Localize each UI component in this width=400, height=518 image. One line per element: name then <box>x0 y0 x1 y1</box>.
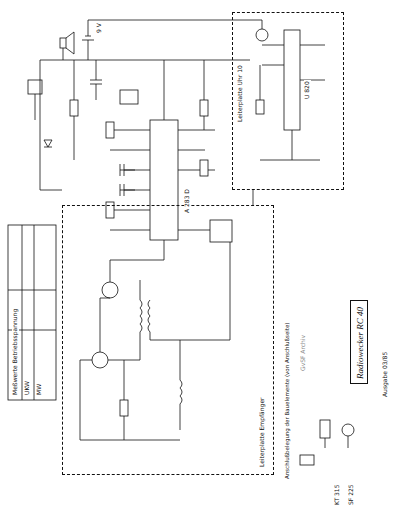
annotation: Ausgabe 03/85 <box>382 351 389 398</box>
wiring <box>8 20 354 465</box>
watermark: GvSF Archiv <box>300 334 307 372</box>
annotation: 9 V <box>96 22 103 34</box>
board-label: Leiterplatte Empfänger <box>259 396 266 468</box>
annotation: Anschlußbelegung der Bauelemente (von An… <box>284 322 290 480</box>
annotation: UKW <box>24 380 31 396</box>
annotation: MW <box>36 383 43 396</box>
annotation: U 820 <box>304 80 311 100</box>
board-outline: Leiterplatte Uhr 10 <box>232 12 344 190</box>
title-box: Radiowecker RC 40 <box>350 300 368 384</box>
annotation: SF 225 <box>348 483 355 506</box>
board-label: Leiterplatte Uhr 10 <box>237 64 244 123</box>
annotation: KT 315 <box>334 484 341 507</box>
board-connection <box>253 190 254 205</box>
annotation: A 283 D <box>184 188 191 214</box>
board-outline: Leiterplatte Empfänger <box>62 205 274 475</box>
title-text: Radiowecker RC 40 <box>355 306 365 380</box>
annotation: Meßwerte Betriebsspannung <box>12 308 19 396</box>
